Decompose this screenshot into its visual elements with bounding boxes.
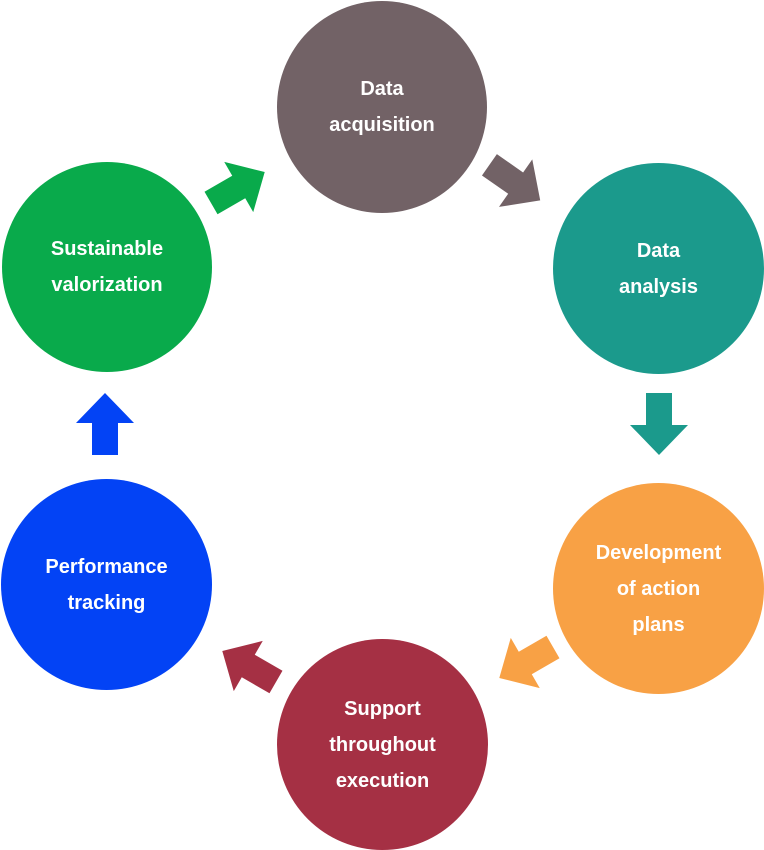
arrow-acquisition-to-analysis bbox=[472, 141, 557, 225]
arrow-analysis-to-development bbox=[630, 393, 688, 455]
node-label: Development of action plans bbox=[595, 541, 722, 636]
arrow-support-to-performance bbox=[207, 625, 291, 708]
node-support-throughout-execution: Support throughout execution bbox=[277, 639, 488, 850]
node-label: Data acquisition bbox=[329, 78, 435, 136]
node-label: Support throughout execution bbox=[329, 697, 436, 792]
arrow-sustainable-to-acquisition bbox=[196, 146, 280, 229]
node-data-analysis: Data analysis bbox=[553, 163, 764, 374]
node-label: Performance tracking bbox=[45, 555, 168, 614]
node-sustainable-valorization: Sustainable valorization bbox=[2, 162, 212, 372]
node-development-of-action-plans: Development of action plans bbox=[553, 483, 764, 694]
arrow-development-to-support bbox=[484, 621, 568, 704]
node-label: Data analysis bbox=[619, 239, 698, 298]
node-data-acquisition: Data acquisition bbox=[277, 1, 487, 213]
node-label: Sustainable valorization bbox=[50, 238, 164, 296]
arrow-performance-to-sustainable bbox=[76, 393, 134, 455]
node-performance-tracking: Performance tracking bbox=[1, 479, 212, 690]
